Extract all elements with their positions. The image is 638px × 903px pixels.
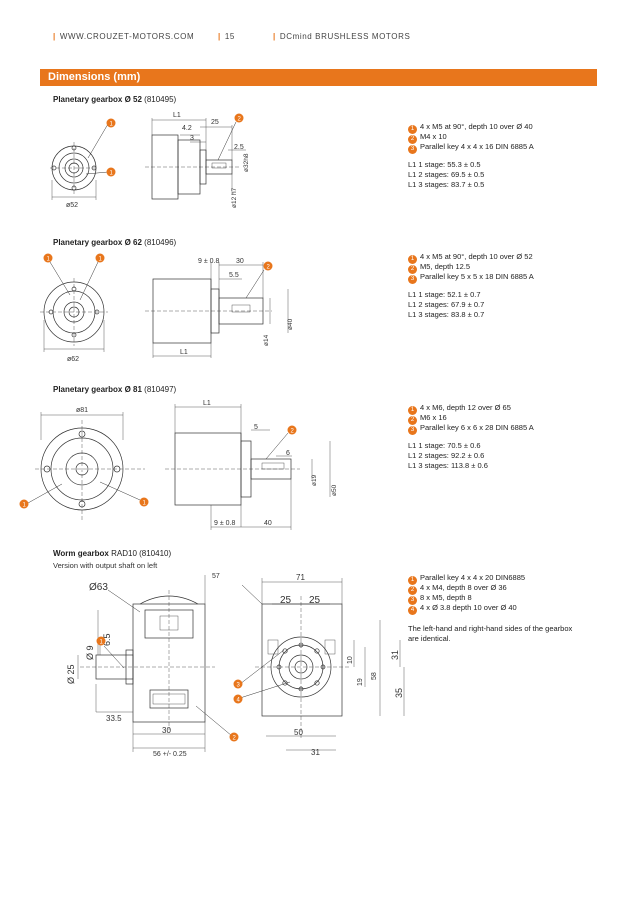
svg-text:1: 1 — [99, 257, 103, 263]
title-gearbox-52: Planetary gearbox Ø 52 (810495) — [53, 95, 177, 104]
dim-gb52-3: 3 — [190, 135, 194, 142]
callout-worm-1 — [96, 636, 106, 646]
svg-text:1: 1 — [47, 257, 51, 263]
dim-gb81-face-diameter: ø81 — [76, 407, 88, 414]
callout-gb81-2 — [139, 497, 149, 507]
worm-gearbox-side-view: 71 25 25 10 19 58 31 35 50 31 — [239, 573, 405, 757]
callout-gb81-1 — [19, 499, 29, 509]
header-page-number: |15 — [218, 32, 235, 41]
worm-note: The left-hand and right-hand sides of th… — [408, 624, 573, 643]
dim-worm-31-vertical: 31 — [390, 650, 400, 660]
svg-text:2: 2 — [291, 429, 295, 435]
dim-gb62-face-diameter: ø62 — [67, 356, 79, 363]
dim-gb62-30: 30 — [236, 258, 244, 265]
dim-worm-31-horizontal: 31 — [311, 748, 320, 757]
gearbox-81-front-view: ø81 — [27, 407, 145, 520]
dim-worm-50: 50 — [294, 728, 303, 737]
dim-gb81-9: 9 ± 0.8 — [214, 520, 235, 527]
dim-worm-63: Ø63 — [89, 582, 108, 593]
dim-worm-6-5: 6.5 — [102, 633, 112, 646]
svg-text:1: 1 — [23, 503, 27, 509]
gearbox-81-side-view: L1 5 6 ø19 ø50 9 ± 0.8 40 — [165, 400, 338, 530]
svg-text:4: 4 — [237, 698, 241, 704]
callout-gb52-2 — [106, 167, 116, 177]
title-gearbox-62: Planetary gearbox Ø 62 (810496) — [53, 238, 177, 247]
dim-worm-33-5: 33.5 — [106, 714, 122, 723]
dim-gb81-40: 40 — [264, 520, 272, 527]
header-site: |WWW.CROUZET-MOTORS.COM — [53, 32, 195, 41]
dim-worm-10: 10 — [347, 656, 354, 664]
title-worm-gearbox: Worm gearbox RAD10 (810410) — [53, 549, 172, 558]
dim-worm-56: 56 +/- 0.25 — [153, 751, 187, 758]
svg-text:1: 1 — [143, 501, 147, 507]
svg-text:3: 3 — [237, 683, 241, 689]
callout-gb62-1 — [43, 253, 53, 263]
callout-gb62-2 — [95, 253, 105, 263]
dim-gb62-9: 9 ± 0.8 — [198, 258, 219, 265]
gearbox-52-side-view: L1 4.2 25 3 2.5 ø32h8 ø12 h7 — [145, 112, 250, 208]
gearbox-62-side-view: 9 ± 0.8 30 5.5 L1 ø14 ø40 — [145, 258, 294, 358]
worm-subtitle: Version with output shaft on left — [53, 561, 158, 570]
dim-worm-19: 19 — [357, 678, 364, 686]
gearbox-52-front-view: ø52 — [50, 123, 109, 209]
dim-worm-25: Ø 25 — [66, 664, 76, 684]
dim-gb62-40: ø40 — [287, 318, 294, 330]
callout-worm-2 — [229, 732, 239, 742]
dim-worm-58: 58 — [371, 672, 378, 680]
dim-gb81-6: 6 — [286, 450, 290, 457]
worm-gearbox-front-view: Ø63 57 Ø 9 6.5 Ø 25 33.5 30 56 +/- 0.25 — [66, 573, 233, 758]
dim-gb81-19: ø19 — [311, 474, 318, 486]
callout-worm-4 — [233, 694, 243, 704]
dim-gb81-50: ø50 — [331, 484, 338, 496]
dim-gb52-L1: L1 — [173, 112, 181, 119]
dim-worm-57: 57 — [212, 573, 220, 580]
callout-gb62-3 — [263, 261, 273, 271]
section-band-title: Dimensions (mm) — [48, 71, 141, 83]
dim-gb52-face-diameter: ø52 — [66, 202, 78, 209]
dim-gb52-4-2: 4.2 — [182, 125, 192, 132]
header-section: |DCmind BRUSHLESS MOTORS — [273, 32, 411, 41]
callout-gb81-3 — [287, 425, 297, 435]
dim-worm-71: 71 — [296, 573, 305, 582]
dim-gb62-5-5: 5.5 — [229, 272, 239, 279]
dim-worm-30: 30 — [162, 726, 171, 735]
dim-gb62-L1: L1 — [180, 349, 188, 356]
dim-worm-25b: 25 — [309, 595, 321, 606]
dim-gb52-25: 25 — [211, 119, 219, 126]
callout-gb52-3 — [234, 113, 244, 123]
dim-gb52-32h8: ø32h8 — [243, 153, 250, 172]
title-gearbox-81: Planetary gearbox Ø 81 (810497) — [53, 385, 177, 394]
section-band: Dimensions (mm) — [40, 69, 597, 86]
dim-gb81-5: 5 — [254, 424, 258, 431]
svg-text:2: 2 — [238, 117, 242, 123]
dim-gb62-14: ø14 — [263, 334, 270, 346]
gearbox-62-front-view: ø62 — [40, 261, 108, 363]
svg-text:1: 1 — [110, 171, 114, 177]
dim-worm-35: 35 — [394, 688, 404, 698]
svg-text:2: 2 — [267, 265, 271, 271]
dim-gb52-2-5: 2.5 — [234, 144, 244, 151]
svg-text:1: 1 — [110, 122, 114, 128]
svg-text:1: 1 — [100, 640, 104, 646]
dim-gb52-12h7: ø12 h7 — [231, 187, 238, 208]
dim-gb81-L1: L1 — [203, 400, 211, 407]
dim-worm-9: Ø 9 — [85, 645, 95, 660]
dim-worm-25a: 25 — [280, 595, 292, 606]
callout-worm-3 — [233, 679, 243, 689]
svg-text:2: 2 — [233, 736, 237, 742]
callout-gb52-1 — [106, 118, 116, 128]
